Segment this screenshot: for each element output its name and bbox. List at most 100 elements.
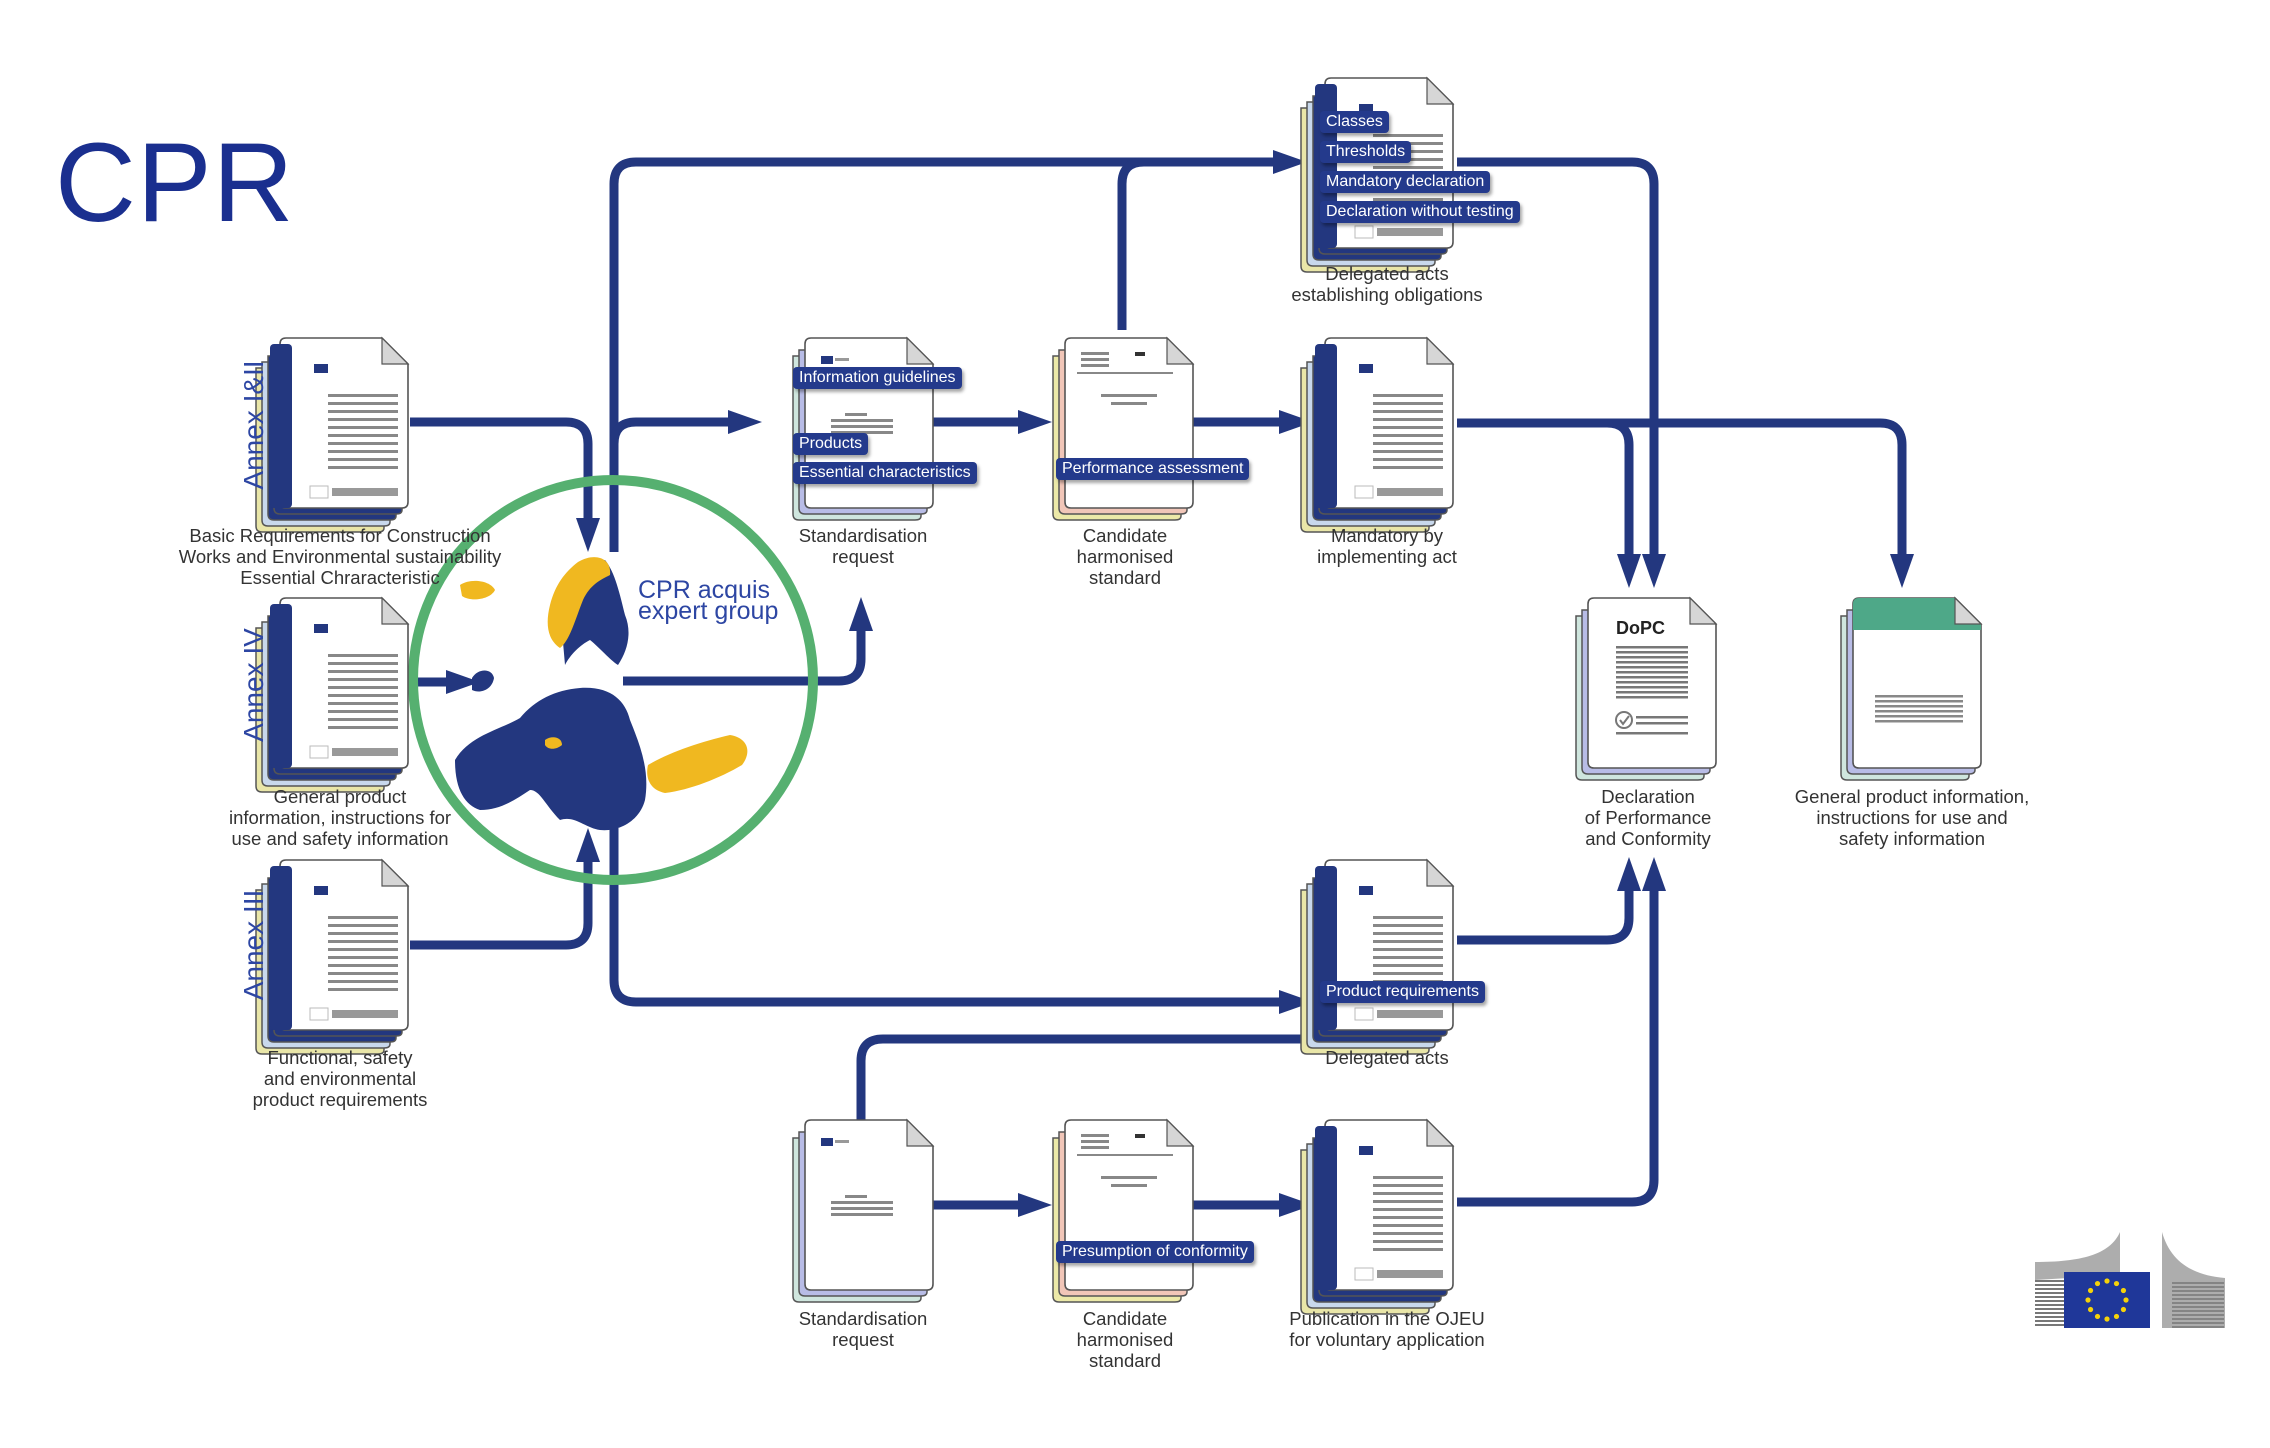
dopc-caption: Declaration of Performance and Conformit…	[1584, 786, 1712, 849]
doc-fold	[1426, 1118, 1455, 1147]
doc-text-line	[1373, 924, 1443, 927]
doc-en-mark	[1135, 1134, 1145, 1138]
doc-fold	[1166, 1118, 1195, 1147]
doc-fold	[1426, 858, 1455, 887]
doc-spine	[1315, 84, 1337, 248]
candidate-standard-top-document	[1052, 336, 1195, 521]
doc-text-line	[328, 980, 398, 983]
doc-spine	[1315, 1126, 1337, 1290]
expert-group-circle	[408, 475, 818, 885]
annex-4-document	[255, 596, 410, 793]
doc-text-line	[1616, 691, 1688, 694]
doc-text-line	[1101, 1176, 1157, 1179]
eu-star-icon	[2085, 1297, 2091, 1303]
general-product-info-document	[1840, 596, 1983, 781]
doc-fold	[1954, 596, 1983, 625]
standardisation-request-bottom-caption: Standardisation request	[798, 1308, 928, 1350]
european-commission-logo	[2035, 1232, 2225, 1328]
annex-label-4: Annex IV	[238, 628, 269, 742]
publication-to-dopc-arrow	[1457, 883, 1659, 1207]
tag-classes: Classes	[1320, 111, 1389, 133]
doc-flag-icon	[1359, 1146, 1373, 1155]
tag-mandatory-declaration: Mandatory declaration	[1320, 171, 1491, 193]
doc-text-line	[1373, 458, 1443, 461]
eu-star-icon	[2120, 1287, 2127, 1294]
doc-text-line	[328, 654, 398, 657]
map-norway	[547, 557, 611, 648]
doc-spine	[270, 604, 292, 768]
doc-en-mark	[1135, 352, 1145, 356]
doc-text-line	[835, 1140, 849, 1143]
annex-1-2-to-group-arrow-head	[576, 518, 600, 552]
tag-declaration-without-testing: Declaration without testing	[1320, 201, 1520, 223]
doc-text-line	[328, 956, 398, 959]
candidate-bottom-to-publication-arrow-head	[1279, 1193, 1313, 1217]
doc-text-line	[845, 1195, 867, 1198]
doc-text-line	[1377, 1270, 1443, 1278]
doc-text-line	[328, 988, 398, 991]
doc-text-line	[1377, 1010, 1443, 1018]
annex-1-2-document	[255, 336, 410, 533]
doc-rule	[1077, 1154, 1173, 1156]
mandatory-implementing-document	[1300, 336, 1455, 533]
candidate-to-delegated-obligations-line	[1117, 157, 1200, 330]
doc-text-line	[328, 702, 398, 705]
doc-lang-box	[309, 745, 329, 759]
doc-text-line	[1875, 705, 1963, 708]
annex-3-to-group-arrow	[410, 854, 593, 950]
group-up-to-standardisation-arrow-head	[849, 597, 873, 631]
doc-text-line	[1373, 1208, 1443, 1211]
tag-performance-assessment: Performance assessment	[1056, 458, 1250, 480]
doc-text-line	[328, 726, 398, 729]
tag-product-requirements: Product requirements	[1320, 981, 1485, 1003]
doc-text-line	[328, 924, 398, 927]
delegated-acts-caption: Delegated acts	[1325, 1047, 1449, 1068]
doc-spine	[1315, 344, 1337, 508]
annex-4-caption: General product information, instruction…	[228, 786, 452, 849]
publication-to-dopc-arrow-head	[1642, 857, 1666, 891]
doc-text-line	[1101, 394, 1157, 397]
eu-star-icon	[2120, 1306, 2127, 1313]
annex-1-2-to-group-arrow	[410, 417, 593, 526]
candidate-to-mandatory-arrow-head	[1279, 410, 1313, 434]
logo-building-right-curve	[2162, 1232, 2225, 1328]
doc-text-line	[1373, 418, 1443, 421]
doc-text-line	[1616, 656, 1688, 659]
standardisation-bottom-to-candidate-arrow-head	[1018, 1193, 1052, 1217]
doc-text-line	[328, 450, 398, 453]
doc-fold	[906, 1118, 935, 1147]
doc-text-line	[1373, 410, 1443, 413]
group-up-to-standardisation-arrow	[623, 623, 866, 686]
doc-fold	[1689, 596, 1718, 625]
delegated-obligations-to-dopc-arrow	[1457, 157, 1659, 562]
dopc-document: DoPC	[1575, 596, 1718, 781]
doc-text-line	[1081, 1134, 1109, 1137]
group-to-standardisation-request-arrow-head	[728, 410, 762, 434]
mandatory-to-gpi-arrow-head	[1890, 554, 1914, 588]
doc-text-line	[845, 413, 867, 416]
doc-text-line	[1373, 450, 1443, 453]
doc-fold	[381, 858, 410, 887]
doc-text-line	[1373, 394, 1443, 397]
publication-ojeu-document	[1300, 1118, 1455, 1315]
doc-text-line	[328, 678, 398, 681]
doc-flag-icon	[821, 1138, 833, 1146]
delegated-acts-to-dopc-arrow	[1457, 883, 1634, 945]
doc-text-line	[1616, 646, 1688, 649]
doc-text-line	[1111, 402, 1147, 405]
doc-rule	[1077, 372, 1173, 374]
group-to-standardisation-request-arrow	[609, 417, 736, 470]
doc-text-line	[328, 410, 398, 413]
mandatory-to-dopc-arrow-head	[1617, 554, 1641, 588]
doc-text-line	[831, 419, 893, 422]
doc-text-line	[328, 694, 398, 697]
eu-star-icon	[2094, 1280, 2101, 1287]
doc-text-line	[1081, 352, 1109, 355]
eu-star-icon	[2087, 1287, 2094, 1294]
candidate-standard-top-caption: Candidate harmonised standard	[1076, 525, 1174, 588]
candidate-standard-bottom-caption: Candidate harmonised standard	[1076, 1308, 1174, 1371]
doc-text-line	[1616, 676, 1688, 679]
standardisation-request-bottom-document	[792, 1118, 935, 1303]
standardisation-request-top-caption: Standardisation request	[798, 525, 928, 567]
doc-text-line	[831, 425, 893, 428]
